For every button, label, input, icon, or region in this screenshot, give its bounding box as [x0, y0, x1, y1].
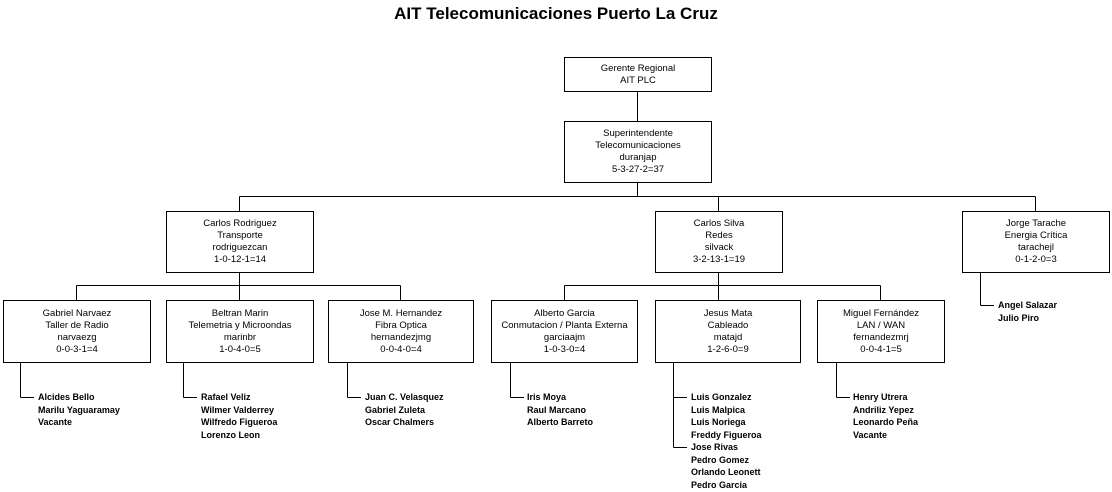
staff-member: Alberto Barreto — [527, 417, 594, 427]
box-line: Gerente Regional — [600, 62, 676, 74]
staff-member: Leonardo Peña — [853, 417, 919, 427]
staff-member: Alcides Bello — [38, 392, 95, 402]
staff-member: Freddy Figueroa — [691, 429, 762, 440]
staff-list-energia-critica: Angel Salazar Julio Piro — [998, 299, 1057, 324]
staff-member: Luis Malpica — [691, 404, 746, 415]
staff-member: Gabriel Zuleta — [365, 404, 426, 415]
box-line: Gabriel Narvaez — [42, 307, 112, 319]
box-line: rodriguezcan — [212, 242, 268, 253]
box-line: Carlos Silva — [693, 218, 745, 229]
box-line: 0-1-2-0=3 — [1015, 254, 1057, 265]
staff-member: Julio Piro — [998, 312, 1040, 323]
box-line: silvack — [704, 242, 734, 253]
staff-list-telemetria: Rafael Veliz Wilmer Valderrey Wilfredo F… — [201, 391, 277, 441]
box-line: Carlos Rodriguez — [203, 218, 277, 229]
box-line: Fibra Optica — [375, 319, 427, 331]
org-box-fibra-optica: Jose M. Hernandez Fibra Optica hernandez… — [328, 300, 474, 363]
staff-member: Luis Noriega — [691, 417, 746, 427]
staff-list-conmutacion: Iris Moya Raul Marcano Alberto Barreto — [527, 391, 593, 429]
org-box-energia-critica: Jorge Tarache Energia Crítica tarachejl … — [962, 211, 1110, 273]
staff-member: Oscar Chalmers — [365, 417, 435, 427]
box-line: Jorge Tarache — [1005, 218, 1067, 229]
staff-member: Wilmer Valderrey — [201, 404, 274, 415]
staff-member: Andriliz Yepez — [853, 404, 914, 415]
staff-member: Henry Utrera — [853, 392, 908, 402]
box-line: Taller de Radio — [45, 319, 109, 331]
staff-member: Pedro Garcia — [691, 479, 748, 490]
staff-member: Lorenzo Leon — [201, 429, 260, 440]
box-line: narvaezg — [57, 331, 97, 343]
box-line: marinbr — [223, 331, 257, 343]
box-line: 0-0-4-0=4 — [380, 343, 422, 355]
org-box-transporte: Carlos Rodriguez Transporte rodriguezcan… — [166, 211, 314, 273]
staff-member: Pedro Gomez — [691, 454, 750, 465]
staff-member: Vacante — [38, 417, 73, 427]
box-line: garciaajm — [543, 331, 586, 343]
org-box-taller-de-radio: Gabriel Narvaez Taller de Radio narvaezg… — [3, 300, 151, 363]
box-line: LAN / WAN — [856, 319, 906, 331]
staff-member: Orlando Leonett — [691, 467, 761, 477]
box-line: Energia Crítica — [1004, 230, 1068, 241]
org-box-redes: Carlos Silva Redes silvack 3-2-13-1=19 — [655, 211, 783, 273]
staff-member: Angel Salazar — [998, 300, 1058, 310]
staff-member: Juan C. Velasquez — [365, 392, 444, 402]
staff-member: Rafael Veliz — [201, 392, 251, 402]
box-line: 1-2-6-0=9 — [707, 343, 749, 355]
box-line: Conmutacion / Planta Externa — [501, 319, 628, 331]
staff-list-cableado: Luis Gonzalez Luis Malpica Luis Noriega … — [691, 391, 762, 491]
staff-list-lan-wan: Henry Utrera Andriliz Yepez Leonardo Peñ… — [853, 391, 918, 441]
staff-member: Luis Gonzalez — [691, 392, 752, 402]
box-line: Telemetria y Microondas — [188, 319, 292, 331]
box-line: Telecomunicaciones — [595, 140, 681, 151]
box-line: matajd — [713, 331, 743, 343]
box-line: hernandezjmg — [370, 331, 432, 343]
box-line: 1-0-12-1=14 — [213, 254, 267, 265]
box-line: 1-0-3-0=4 — [543, 343, 586, 355]
box-line: 1-0-4-0=5 — [219, 343, 261, 355]
staff-member: Wilfredo Figueroa — [201, 417, 278, 427]
box-line: 3-2-13-1=19 — [692, 254, 746, 265]
box-line: Jesus Mata — [703, 307, 753, 319]
box-line: Redes — [705, 230, 733, 241]
org-box-gerente-regional: Gerente Regional AIT PLC — [564, 57, 712, 92]
box-line: 0-0-3-1=4 — [56, 343, 98, 355]
staff-member: Iris Moya — [527, 392, 567, 402]
box-line: Beltran Marin — [211, 307, 269, 319]
chart-title: AIT Telecomunicaciones Puerto La Cruz — [394, 4, 718, 23]
box-line: fernandezmrj — [853, 331, 909, 343]
org-box-lan-wan: Miguel Fernández LAN / WAN fernandezmrj … — [817, 300, 945, 363]
box-line: AIT PLC — [620, 74, 656, 86]
box-line: 0-0-4-1=5 — [860, 343, 902, 355]
staff-list-taller-de-radio: Alcides Bello Marilu Yaguaramay Vacante — [38, 391, 120, 429]
box-line: Alberto Garcia — [534, 307, 595, 319]
org-box-cableado: Jesus Mata Cableado matajd 1-2-6-0=9 — [655, 300, 801, 363]
staff-member: Jose Rivas — [691, 442, 739, 452]
org-box-telemetria: Beltran Marin Telemetria y Microondas ma… — [166, 300, 314, 363]
staff-member: Raul Marcano — [527, 404, 587, 415]
box-line: Superintendente — [603, 128, 673, 139]
box-line: Cableado — [707, 319, 749, 331]
org-box-superintendente: Superintendente Telecomunicaciones duran… — [564, 121, 712, 183]
box-line: tarachejl — [1018, 242, 1054, 253]
staff-member: Marilu Yaguaramay — [38, 404, 120, 415]
org-box-conmutacion: Alberto Garcia Conmutacion / Planta Exte… — [491, 300, 638, 363]
box-line: Transporte — [217, 230, 263, 241]
staff-member: Vacante — [853, 429, 888, 440]
box-line: 5-3-27-2=37 — [611, 164, 665, 175]
staff-list-fibra-optica: Juan C. Velasquez Gabriel Zuleta Oscar C… — [365, 391, 444, 429]
box-line: Jose M. Hernandez — [359, 307, 443, 319]
box-line: Miguel Fernández — [842, 307, 920, 319]
box-line: duranjap — [619, 152, 657, 163]
